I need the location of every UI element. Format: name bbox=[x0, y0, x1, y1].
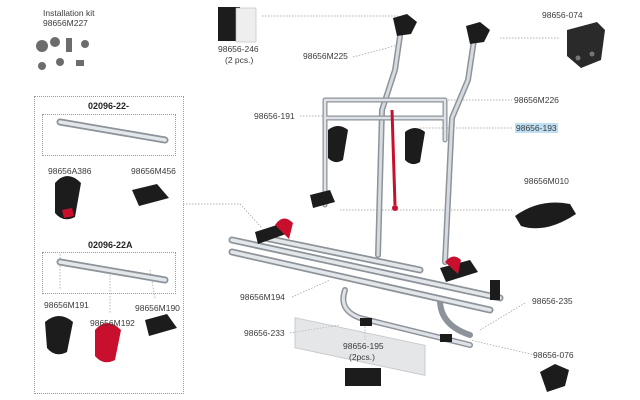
bracket-074 bbox=[567, 22, 605, 68]
installation-kit-hardware bbox=[36, 37, 89, 70]
main-kit-box bbox=[34, 96, 184, 394]
kit-22-box bbox=[42, 114, 176, 156]
install-kit-code: 98656M227 bbox=[43, 18, 88, 28]
label-98656M190: 98656M190 bbox=[135, 303, 180, 313]
cradle-M010 bbox=[515, 202, 576, 229]
label-98656-074: 98656-074 bbox=[542, 10, 583, 20]
label-98656M191: 98656M191 bbox=[44, 300, 89, 310]
kit-22A-box bbox=[42, 252, 176, 294]
label-98656-076: 98656-076 bbox=[533, 350, 574, 360]
label-98656M192: 98656M192 bbox=[90, 318, 135, 328]
red-strap bbox=[390, 109, 397, 206]
bike-rack-main bbox=[228, 33, 504, 376]
clip-076 bbox=[540, 364, 569, 392]
label-98656-193: 98656-193 bbox=[515, 123, 558, 133]
label-98656-235: 98656-235 bbox=[532, 296, 573, 306]
label-98656M226: 98656M226 bbox=[514, 95, 559, 105]
kit-22-title: 02096-22- bbox=[88, 101, 130, 111]
wheel-holders bbox=[255, 218, 500, 342]
install-kit-title: Installation kit bbox=[43, 8, 95, 18]
label-98656M456: 98656M456 bbox=[131, 166, 176, 176]
frame-holders bbox=[310, 126, 425, 208]
rubber-195 bbox=[345, 368, 381, 386]
kit-22A-title: 02096-22A bbox=[88, 240, 133, 250]
pads-246 bbox=[218, 7, 257, 43]
label-98656-191: 98656-191 bbox=[254, 111, 295, 121]
top-brackets bbox=[393, 14, 490, 44]
kit-22-parts bbox=[55, 118, 169, 220]
label-98656M010: 98656M010 bbox=[524, 176, 569, 186]
label-98656-195: 98656-195 bbox=[343, 341, 384, 351]
label-98656-233: 98656-233 bbox=[244, 328, 285, 338]
label-98656M225: 98656M225 bbox=[303, 51, 348, 61]
kit-22A-parts bbox=[45, 258, 177, 363]
label-98656-246: 98656-246 bbox=[218, 44, 259, 54]
label-98656A386: 98656A386 bbox=[48, 166, 92, 176]
label-98656-246-qty: (2 pcs.) bbox=[225, 55, 254, 65]
label-98656-195-qty: (2pcs.) bbox=[349, 352, 375, 362]
label-98656M194: 98656M194 bbox=[240, 292, 285, 302]
